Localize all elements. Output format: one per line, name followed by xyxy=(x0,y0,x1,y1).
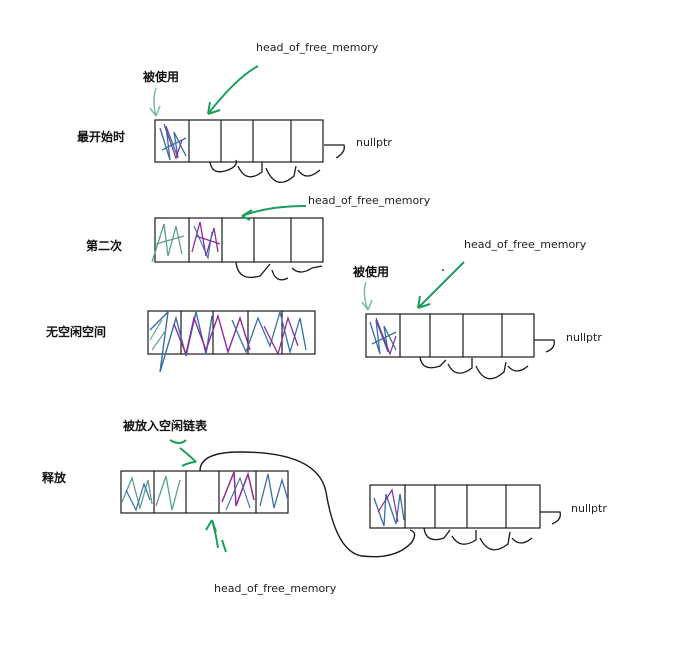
nullptr-label-1: nullptr xyxy=(356,136,392,149)
stage-release-label: 释放 xyxy=(42,471,67,485)
arrow-head-4 xyxy=(205,519,227,553)
arrow-released xyxy=(169,439,197,467)
head-of-free-memory-label-4: head_of_free_memory xyxy=(214,582,337,595)
block-initial xyxy=(154,119,345,184)
block-second-used-scribble xyxy=(151,221,221,263)
arrow-head-2 xyxy=(241,205,307,221)
stage-no-free-label: 无空闲空间 xyxy=(46,325,107,339)
block-release-target-scribble xyxy=(373,488,405,527)
head-of-free-memory-label-2: head_of_free_memory xyxy=(308,194,431,207)
block-no-free-scribble xyxy=(149,309,307,373)
block-no-free xyxy=(147,310,316,355)
block-initial-copy-scribble xyxy=(369,317,397,356)
arrow-head-1 xyxy=(207,65,259,115)
used-label-3: 被使用 xyxy=(353,265,390,279)
stage-initial-label: 最开始时 xyxy=(77,130,126,144)
released-to-free-list-label: 被放入空闲链表 xyxy=(123,419,208,433)
block-second xyxy=(154,217,324,281)
head-of-free-memory-label-1: head_of_free_memory xyxy=(256,41,379,54)
block-release xyxy=(120,451,416,558)
used-label-1: 被使用 xyxy=(143,70,180,84)
nullptr-label-4: nullptr xyxy=(571,502,607,515)
arrow-head-3 xyxy=(417,261,465,309)
block-initial-copy xyxy=(365,313,555,380)
arrow-used-1 xyxy=(149,87,161,117)
block-release-target xyxy=(369,484,561,551)
stray-dot xyxy=(442,269,444,271)
stage-second-label: 第二次 xyxy=(86,239,123,253)
head-of-free-memory-label-3: head_of_free_memory xyxy=(464,238,587,251)
nullptr-label-3: nullptr xyxy=(566,331,602,344)
arrow-used-3 xyxy=(361,281,373,311)
block-release-scribble xyxy=(121,471,289,512)
block-initial-used-scribble xyxy=(159,123,187,161)
